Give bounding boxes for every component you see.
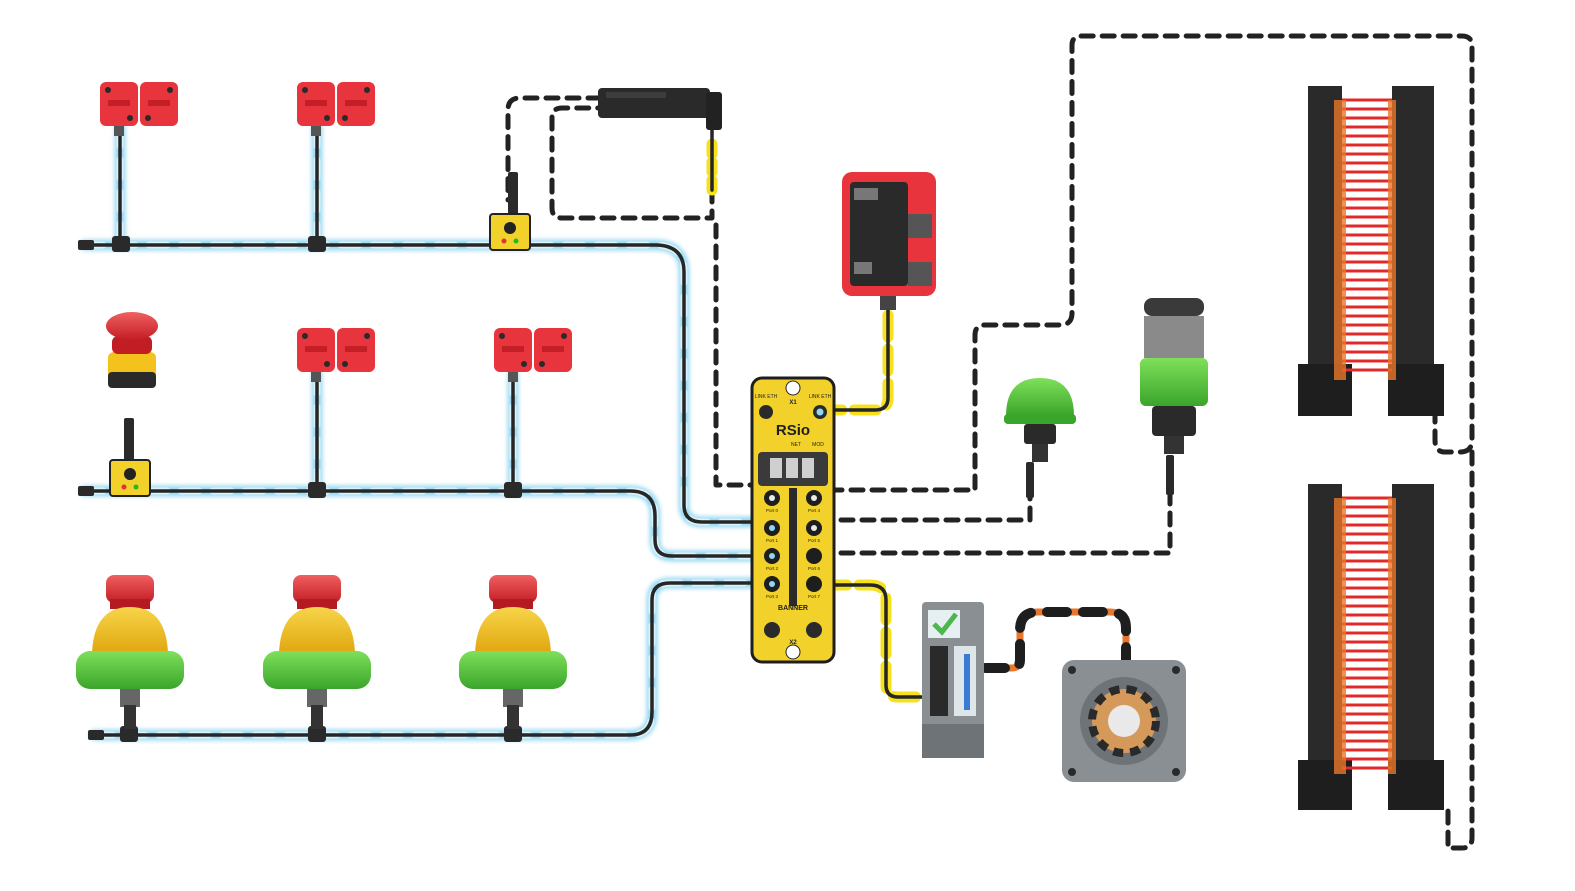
servo-motor-icon bbox=[1062, 660, 1186, 782]
cable-connector-icon bbox=[112, 236, 130, 252]
blue-safety-cables bbox=[79, 122, 766, 741]
port-label-3: Port 3 bbox=[766, 594, 779, 599]
cable-connector-icon bbox=[308, 726, 326, 742]
cable-connector-icon bbox=[504, 726, 522, 742]
motor-cable bbox=[980, 607, 1131, 673]
hub-top-port-number: X1 bbox=[789, 400, 797, 406]
touch-button-icon bbox=[1004, 378, 1076, 462]
estop-button-icon bbox=[459, 575, 567, 729]
ethernet-cables bbox=[505, 33, 1475, 851]
safety-controller-icon bbox=[598, 88, 722, 130]
hub-status-mod: MOD bbox=[812, 442, 824, 448]
hub-link-label-left: LINK ETH bbox=[755, 394, 778, 400]
hub-bottom-port-number: X2 bbox=[789, 640, 797, 646]
rsio-module-icon: X1 LINK ETH LINK ETH RSio NET MOD Port 0… bbox=[750, 376, 836, 664]
inline-hubs bbox=[109, 213, 531, 497]
safety-switch-icon bbox=[297, 328, 375, 382]
stack-light-icon bbox=[1140, 298, 1208, 454]
safety-switch-icon bbox=[494, 328, 572, 382]
estop-button-icon bbox=[106, 312, 158, 388]
hub-status-net: NET bbox=[791, 442, 801, 448]
cable-connector-icon bbox=[504, 482, 522, 498]
light-curtain-icon bbox=[1298, 86, 1444, 416]
safety-switch-icon bbox=[100, 82, 178, 136]
safety-switches bbox=[100, 82, 572, 382]
rsio-logo: RSio bbox=[776, 422, 810, 439]
port-label-7: Port 7 bbox=[808, 594, 821, 599]
estop-button-icon bbox=[263, 575, 371, 729]
cable-connector-icon bbox=[78, 240, 94, 250]
port-label-0: Port 0 bbox=[766, 508, 779, 513]
ethernet-dashed-cable bbox=[505, 33, 1475, 851]
port-label-6: Port 6 bbox=[808, 566, 821, 571]
cable-connector-icon bbox=[120, 726, 138, 742]
safety-controller-icon bbox=[842, 172, 936, 310]
cable-connector-icon bbox=[308, 236, 326, 252]
port-label-5: Port 5 bbox=[808, 538, 821, 543]
cable-connector-icon bbox=[78, 486, 94, 496]
safety-hub-icon bbox=[489, 213, 531, 251]
safety-switch-icon bbox=[297, 82, 375, 136]
port-label-2: Port 2 bbox=[766, 566, 779, 571]
light-curtain-icon bbox=[1298, 484, 1444, 810]
hub-link-label-right: LINK ETH bbox=[809, 394, 832, 400]
estop-stations bbox=[76, 575, 567, 729]
light-curtains bbox=[1298, 86, 1444, 810]
safety-hub-icon bbox=[109, 459, 151, 497]
cable-connectors bbox=[78, 172, 1174, 742]
port-label-1: Port 1 bbox=[766, 538, 779, 543]
motor-drive-icon bbox=[922, 602, 984, 758]
banner-brand: BANNER bbox=[778, 605, 808, 612]
yellow-cables bbox=[706, 126, 931, 703]
cable-connector-icon bbox=[308, 482, 326, 498]
cable-connector-icon bbox=[88, 730, 104, 740]
port-label-4: Port 4 bbox=[808, 508, 821, 513]
estop-button-icon bbox=[76, 575, 184, 729]
